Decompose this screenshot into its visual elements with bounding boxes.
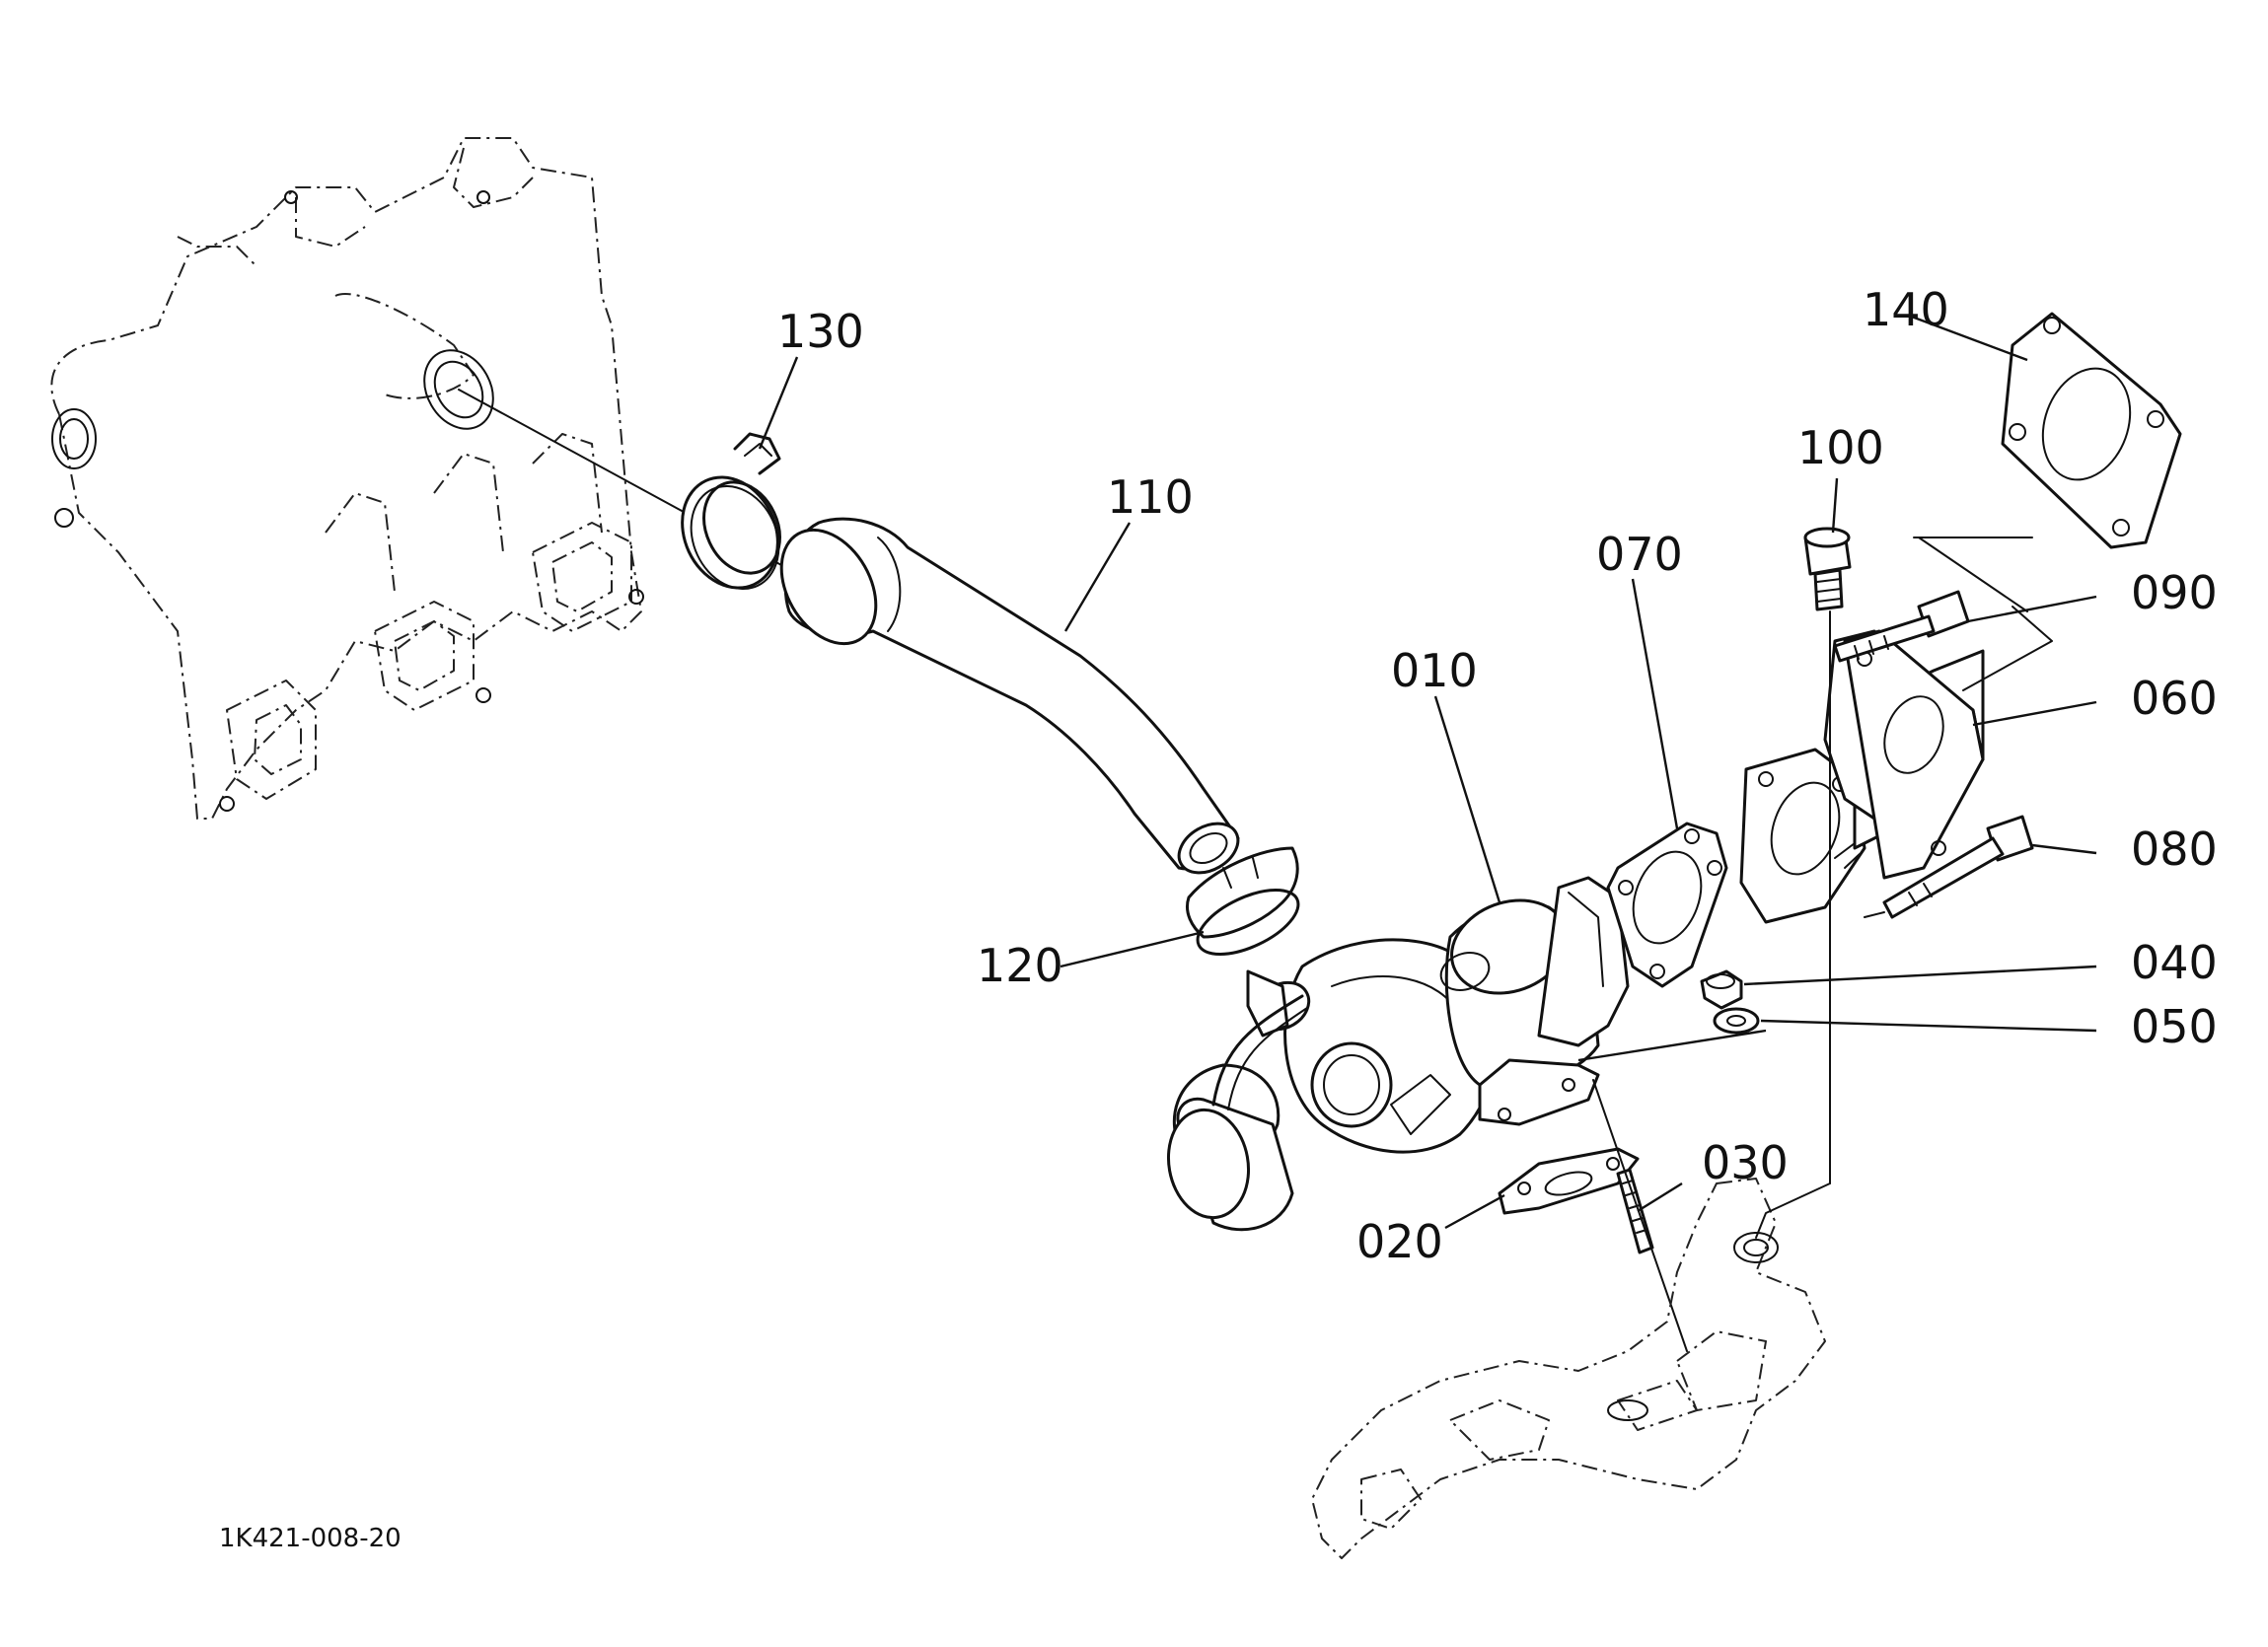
part-label-030: 030 <box>1702 1136 1789 1189</box>
part-label-100: 100 <box>1797 421 1884 474</box>
stud-bolt-080 <box>1882 815 2034 919</box>
part-label-140: 140 <box>1863 283 1949 336</box>
part-label-090: 090 <box>2131 566 2218 619</box>
reference-code: 1K421-008-20 <box>219 1524 402 1553</box>
part-label-080: 080 <box>2131 823 2218 876</box>
exhaust-elbow-060 <box>1739 629 1985 924</box>
intake-hose-110 <box>779 517 1240 875</box>
part-label-110: 110 <box>1107 470 1194 524</box>
part-label-120: 120 <box>977 939 1063 992</box>
stud-030 <box>1616 1168 1654 1254</box>
part-label-020: 020 <box>1356 1215 1443 1268</box>
plug-100 <box>1803 527 1852 611</box>
part-label-010: 010 <box>1391 644 1478 697</box>
part-label-050: 050 <box>2131 1000 2218 1053</box>
intake-manifold <box>50 137 644 820</box>
exhaust-manifold <box>1311 1178 1826 1559</box>
hose-clamp-120 <box>1186 846 1300 956</box>
gasket-020 <box>1498 1147 1640 1215</box>
part-label-040: 040 <box>2131 936 2218 989</box>
leader-lines <box>758 314 2097 1230</box>
part-label-130: 130 <box>777 305 864 358</box>
turbocharger-010 <box>1166 876 1630 1232</box>
nut-040 <box>1700 969 1743 1010</box>
bolt-090 <box>1833 590 1970 663</box>
gasket-070 <box>1606 822 1728 988</box>
part-label-070: 070 <box>1596 528 1683 581</box>
part-label-060: 060 <box>2131 672 2218 725</box>
gasket-140 <box>2001 312 2182 549</box>
hose-clamp-130 <box>681 432 781 591</box>
washer-050 <box>1713 1007 1760 1035</box>
